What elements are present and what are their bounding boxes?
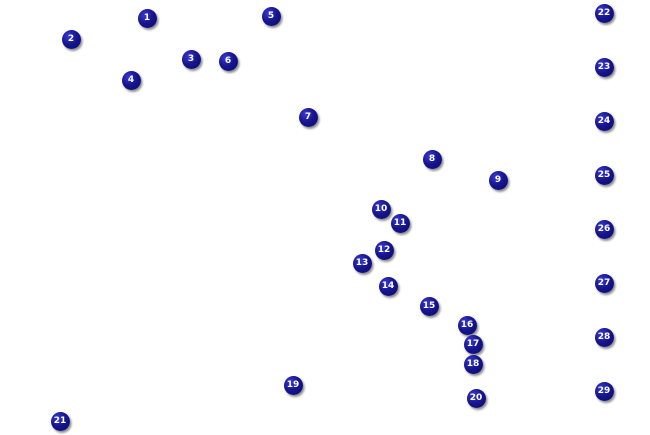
marker-18[interactable]: 18	[463, 354, 483, 374]
marker-4[interactable]: 4	[121, 70, 141, 90]
marker-11[interactable]: 11	[390, 213, 410, 233]
marker-16[interactable]: 16	[457, 315, 477, 335]
marker-28[interactable]: 28	[594, 327, 614, 347]
marker-15[interactable]: 15	[419, 296, 439, 316]
marker-27[interactable]: 27	[594, 273, 614, 293]
marker-26[interactable]: 26	[594, 219, 614, 239]
marker-1[interactable]: 1	[137, 8, 157, 28]
marker-6[interactable]: 6	[218, 51, 238, 71]
marker-14[interactable]: 14	[378, 276, 398, 296]
marker-7[interactable]: 7	[298, 107, 318, 127]
marker-19[interactable]: 19	[283, 375, 303, 395]
marker-12[interactable]: 12	[374, 240, 394, 260]
marker-17[interactable]: 17	[463, 334, 483, 354]
marker-2[interactable]: 2	[61, 29, 81, 49]
marker-23[interactable]: 23	[594, 57, 614, 77]
marker-20[interactable]: 20	[466, 388, 486, 408]
marker-25[interactable]: 25	[594, 165, 614, 185]
marker-8[interactable]: 8	[422, 149, 442, 169]
marker-29[interactable]: 29	[594, 381, 614, 401]
marker-13[interactable]: 13	[352, 253, 372, 273]
marker-22[interactable]: 22	[594, 3, 614, 23]
marker-9[interactable]: 9	[488, 170, 508, 190]
marker-5[interactable]: 5	[261, 6, 281, 26]
marker-10[interactable]: 10	[371, 199, 391, 219]
marker-3[interactable]: 3	[181, 49, 201, 69]
marker-21[interactable]: 21	[50, 411, 70, 431]
marker-24[interactable]: 24	[594, 111, 614, 131]
